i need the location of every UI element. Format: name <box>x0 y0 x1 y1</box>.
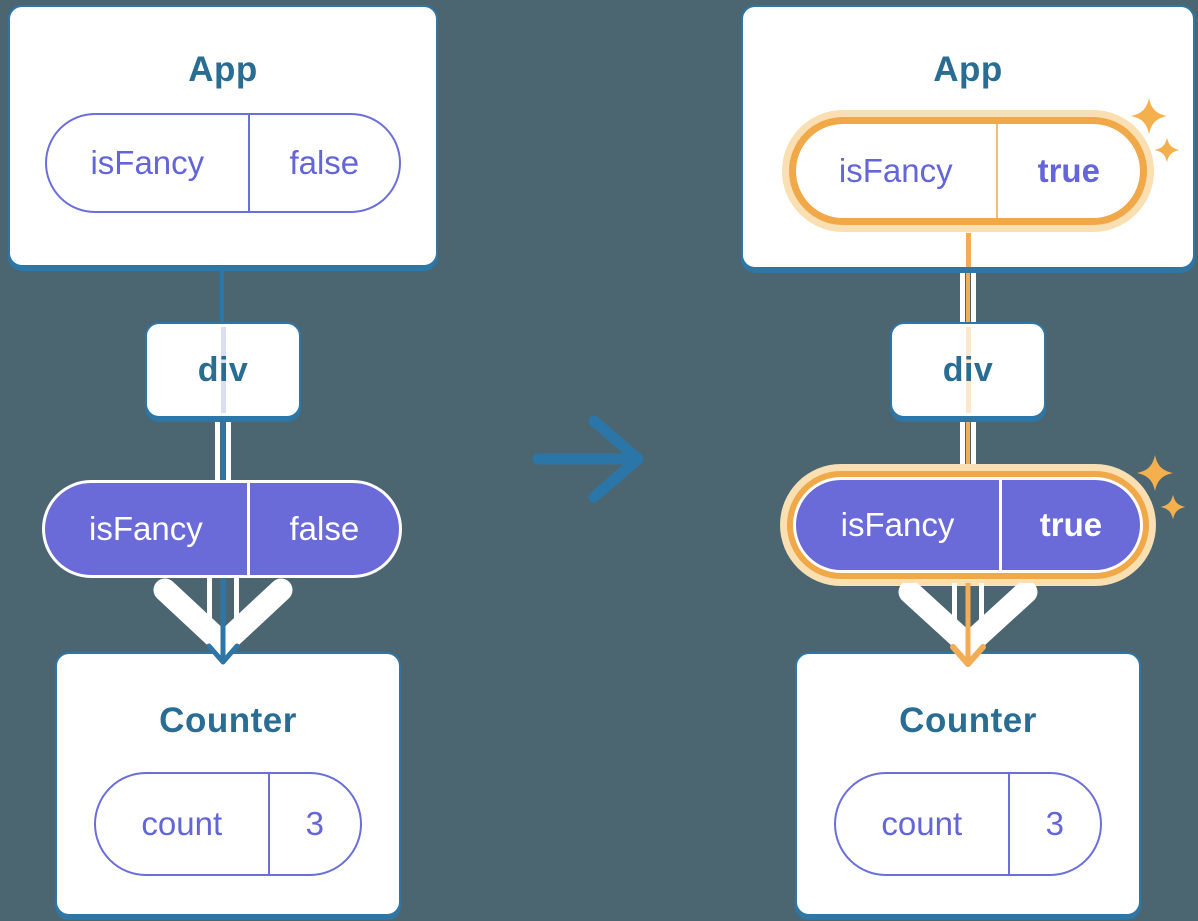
after-state-pill: isFancy true <box>793 477 1143 573</box>
after-app-title: App <box>933 50 1003 89</box>
after-div-faded-line <box>965 327 971 413</box>
before-down-arrow-icon <box>153 578 293 665</box>
after-down-arrow-icon <box>898 583 1038 667</box>
before-app-prop-name: isFancy <box>90 144 205 181</box>
before-app-prop-value: false <box>247 115 399 211</box>
after-counter-state-value: 3 <box>1007 774 1100 874</box>
before-app-prop-pill: isFancy false <box>45 113 401 213</box>
after-app-card: App isFancy true <box>741 5 1195 269</box>
before-counter-card: Counter count 3 <box>55 652 401 916</box>
after-div-node: div <box>890 322 1046 418</box>
before-connector-div-pill <box>215 418 231 482</box>
before-counter-state-name: count <box>141 805 223 842</box>
before-counter-state-pill: count 3 <box>94 772 362 876</box>
before-state-pill: isFancy false <box>42 480 402 578</box>
after-counter-title: Counter <box>899 701 1037 740</box>
before-div-faded-line <box>220 327 226 413</box>
before-connector-app-div <box>220 267 224 324</box>
after-counter-state-name: count <box>881 805 963 842</box>
after-state-value: true <box>998 480 1140 570</box>
after-state-sparkles-icon <box>1134 452 1198 530</box>
after-counter-card: Counter count 3 <box>795 652 1141 916</box>
transition-arrow-icon <box>532 415 644 503</box>
after-app-prop-name: isFancy <box>838 152 953 189</box>
before-div-node: div <box>145 322 301 418</box>
after-app-prop-value: true <box>995 124 1140 218</box>
before-app-card: App isFancy false <box>8 5 438 267</box>
before-counter-state-value: 3 <box>267 774 360 874</box>
after-app-sparkles-icon <box>1128 95 1198 173</box>
before-state-name: isFancy <box>89 510 203 547</box>
after-app-prop-pill: isFancy true <box>789 117 1147 225</box>
after-connector-app-div <box>960 271 976 324</box>
after-div-label: div <box>942 351 994 389</box>
before-state-value: false <box>246 483 399 575</box>
after-state-name: isFancy <box>840 506 955 543</box>
after-connector-div-pill <box>960 418 976 476</box>
before-app-title: App <box>188 50 258 89</box>
before-div-label: div <box>197 351 249 389</box>
after-counter-state-pill: count 3 <box>834 772 1102 876</box>
before-counter-title: Counter <box>159 701 297 740</box>
after-app-tail-line <box>965 233 971 267</box>
